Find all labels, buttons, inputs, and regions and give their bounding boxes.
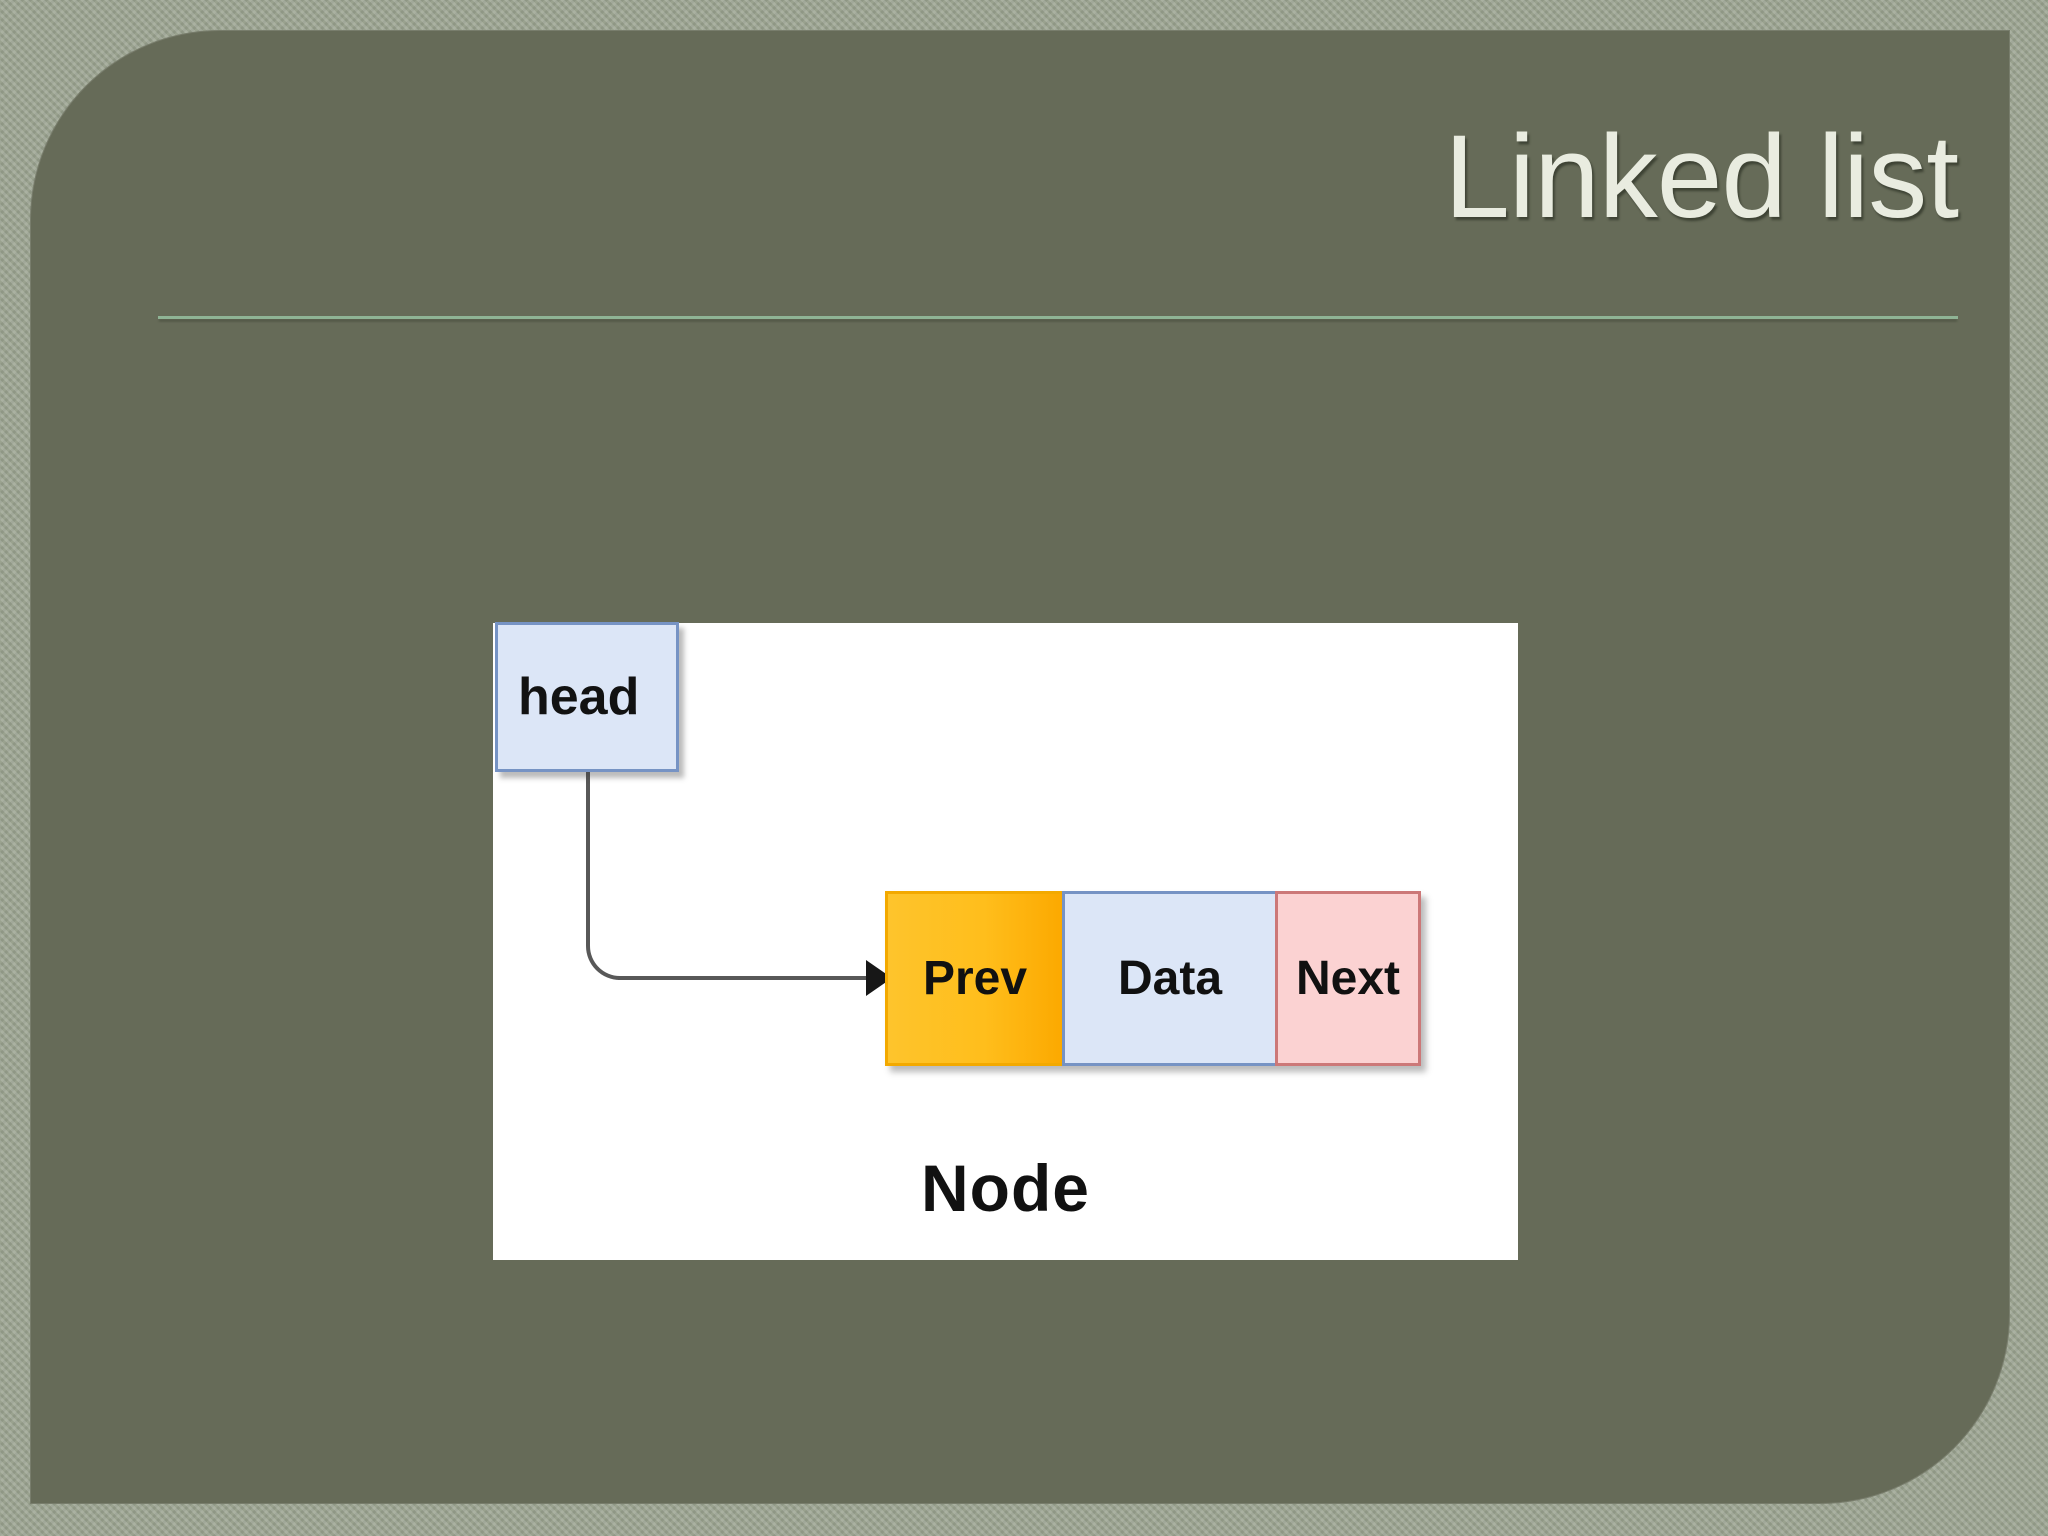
head-box: head bbox=[495, 622, 679, 772]
node-cell-data: Data bbox=[1062, 891, 1278, 1066]
node-caption: Node bbox=[921, 1151, 1090, 1225]
pointer-shaft bbox=[618, 976, 876, 980]
title-divider bbox=[158, 316, 1958, 319]
node-cell-prev: Prev bbox=[885, 891, 1065, 1066]
slide-panel: Linked list head Prev Data Next Node bbox=[30, 30, 2010, 1504]
node-cell-next: Next bbox=[1275, 891, 1421, 1066]
title-block: Linked list bbox=[158, 111, 1959, 243]
node-box: Prev Data Next bbox=[885, 891, 1421, 1066]
head-label: head bbox=[518, 668, 640, 726]
pointer-stem bbox=[586, 772, 590, 932]
page-title: Linked list bbox=[1444, 111, 1959, 243]
